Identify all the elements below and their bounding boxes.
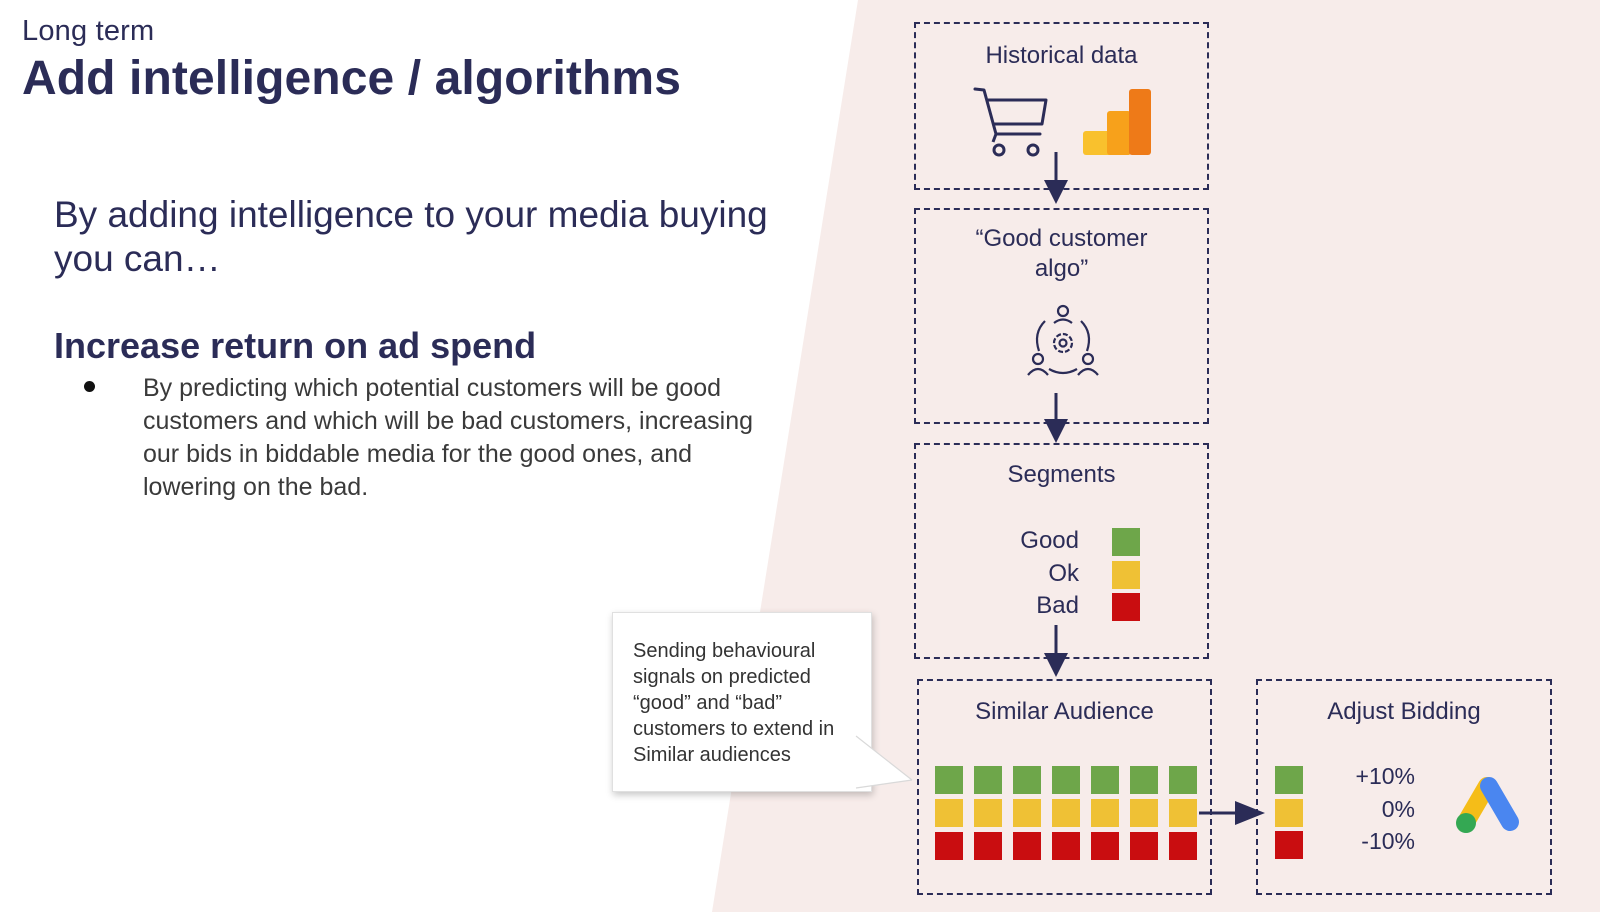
- audience-square: [1169, 766, 1197, 794]
- bid-value-ok: 0%: [1381, 796, 1415, 822]
- audience-square: [1013, 766, 1041, 794]
- arrow-down-icon: [1044, 152, 1068, 204]
- audience-square: [1052, 799, 1080, 827]
- bid-square-bad: [1275, 831, 1303, 859]
- audience-square: [1091, 832, 1119, 860]
- slide-subtitle: Long term: [22, 15, 155, 47]
- segments-title: Segments: [1007, 461, 1116, 488]
- similar-audience-box: Similar Audience: [917, 679, 1212, 895]
- audience-square: [935, 766, 963, 794]
- audience-square: [1169, 799, 1197, 827]
- audience-square: [1013, 799, 1041, 827]
- segment-label-good: Good: [1020, 527, 1079, 554]
- section-heading: Increase return on ad spend: [54, 325, 537, 366]
- similar-audience-title: Similar Audience: [975, 698, 1154, 725]
- audience-square: [1130, 832, 1158, 860]
- google-ads-logo: [1456, 777, 1519, 833]
- similar-audience-grid: [935, 766, 1205, 866]
- adjust-bidding-title: Adjust Bidding: [1327, 698, 1481, 725]
- shopping-cart-icon: [973, 87, 1048, 157]
- audience-square: [1052, 832, 1080, 860]
- callout-note: Sending behavioural signals on predicted…: [612, 612, 872, 792]
- segment-square-bad: [1112, 593, 1140, 621]
- audience-square: [1169, 832, 1197, 860]
- audience-square: [1013, 832, 1041, 860]
- good-customer-algo-box: “Good customer algo”: [914, 208, 1209, 424]
- audience-square: [1091, 799, 1119, 827]
- audience-square: [1130, 766, 1158, 794]
- bullet-text: By predicting which potential customers …: [143, 374, 753, 501]
- algo-title-line1: “Good customer: [975, 225, 1148, 252]
- people-network-gear-icon: [1027, 304, 1099, 376]
- audience-square: [974, 799, 1002, 827]
- slide-title: Add intelligence / algorithms: [22, 52, 681, 105]
- segment-label-ok: Ok: [1048, 560, 1079, 587]
- audience-square: [935, 832, 963, 860]
- historical-data-title: Historical data: [985, 42, 1138, 69]
- audience-square: [974, 766, 1002, 794]
- segment-label-bad: Bad: [1036, 592, 1079, 619]
- bid-square-good: [1275, 766, 1303, 794]
- audience-square: [1052, 766, 1080, 794]
- segment-square-ok: [1112, 561, 1140, 589]
- algo-title-line2: algo”: [1034, 255, 1089, 282]
- intro-text: By adding intelligence to your media buy…: [54, 194, 768, 279]
- arrow-down-icon: [1044, 625, 1068, 677]
- audience-square: [935, 799, 963, 827]
- segment-square-good: [1112, 528, 1140, 556]
- bid-value-good: +10%: [1355, 763, 1415, 789]
- bullet-dot: [84, 381, 95, 392]
- arrow-right-icon: [1199, 801, 1265, 825]
- audience-square: [1130, 799, 1158, 827]
- callout-tail: [855, 735, 913, 789]
- audience-square: [1091, 766, 1119, 794]
- bid-value-bad: -10%: [1361, 828, 1415, 854]
- arrow-down-icon: [1044, 393, 1068, 443]
- adjust-bidding-box: Adjust Bidding +10% 0% -10%: [1256, 679, 1552, 895]
- bid-square-ok: [1275, 799, 1303, 827]
- audience-square: [974, 832, 1002, 860]
- google-analytics-logo: [1083, 89, 1151, 155]
- historical-data-box: Historical data: [914, 22, 1209, 190]
